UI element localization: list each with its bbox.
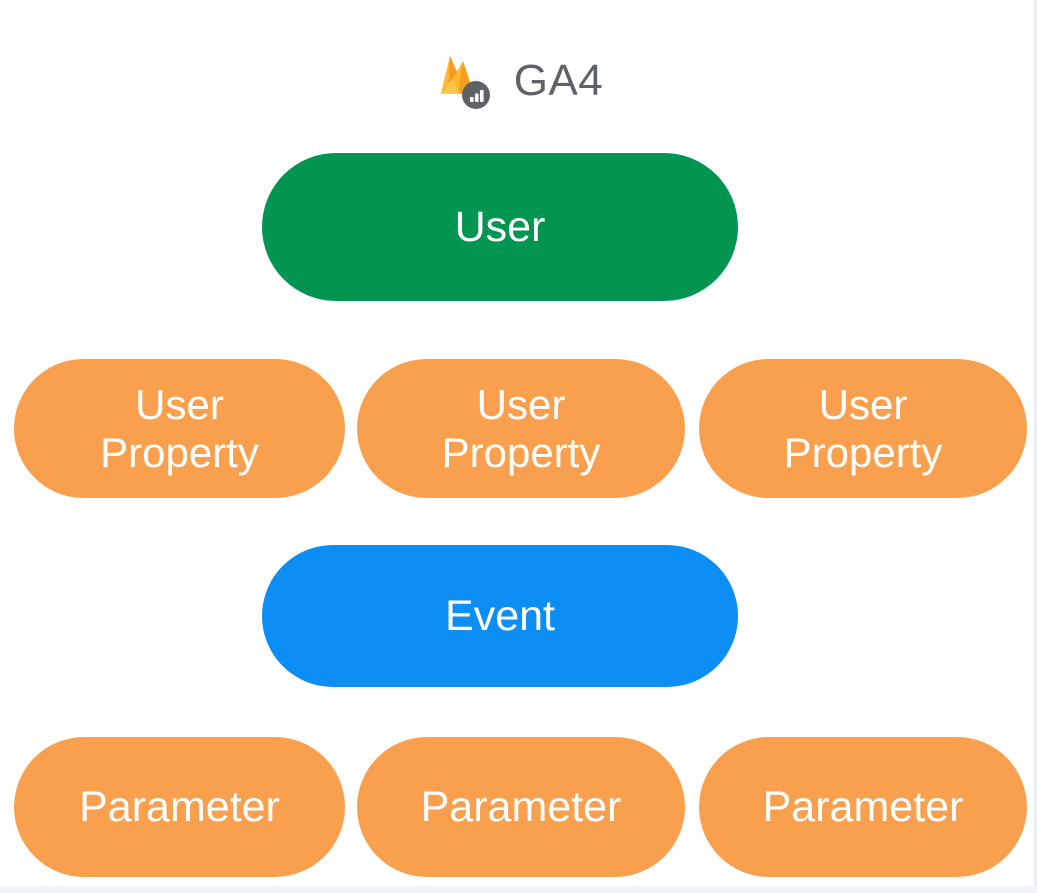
node-parameter-1[interactable]: Parameter bbox=[14, 737, 345, 877]
node-event-label: Event bbox=[445, 591, 555, 640]
node-user-property-1-line2: Property bbox=[100, 428, 259, 476]
bottom-edge-rule bbox=[0, 886, 1037, 893]
node-user-property-1-text: User Property bbox=[100, 381, 259, 475]
node-user[interactable]: User bbox=[262, 153, 738, 301]
node-user-property-3-text: User Property bbox=[784, 381, 943, 475]
node-parameter-3[interactable]: Parameter bbox=[699, 737, 1027, 877]
node-user-label: User bbox=[454, 202, 546, 251]
right-edge-rule bbox=[1034, 0, 1037, 893]
brand-title: GA4 bbox=[513, 56, 604, 105]
node-user-property-2-line2: Property bbox=[441, 428, 601, 476]
node-user-property-3[interactable]: User Property bbox=[699, 359, 1027, 498]
node-user-property-1[interactable]: User Property bbox=[14, 359, 345, 498]
node-user-property-2-line1: User bbox=[476, 381, 566, 429]
node-parameter-2-label: Parameter bbox=[420, 782, 622, 831]
node-user-property-3-line1: User bbox=[818, 381, 908, 429]
firebase-ga4-flame-icon bbox=[434, 50, 492, 112]
node-parameter-1-label: Parameter bbox=[79, 782, 280, 831]
node-user-property-2-text: User Property bbox=[442, 381, 601, 475]
node-parameter-3-label: Parameter bbox=[762, 782, 964, 831]
node-user-property-3-line2: Property bbox=[783, 428, 943, 476]
node-event[interactable]: Event bbox=[262, 545, 738, 687]
node-user-property-2[interactable]: User Property bbox=[357, 359, 685, 498]
node-user-property-1-line1: User bbox=[135, 381, 224, 429]
brand-header: GA4 bbox=[0, 45, 1037, 117]
node-parameter-2[interactable]: Parameter bbox=[357, 737, 685, 877]
